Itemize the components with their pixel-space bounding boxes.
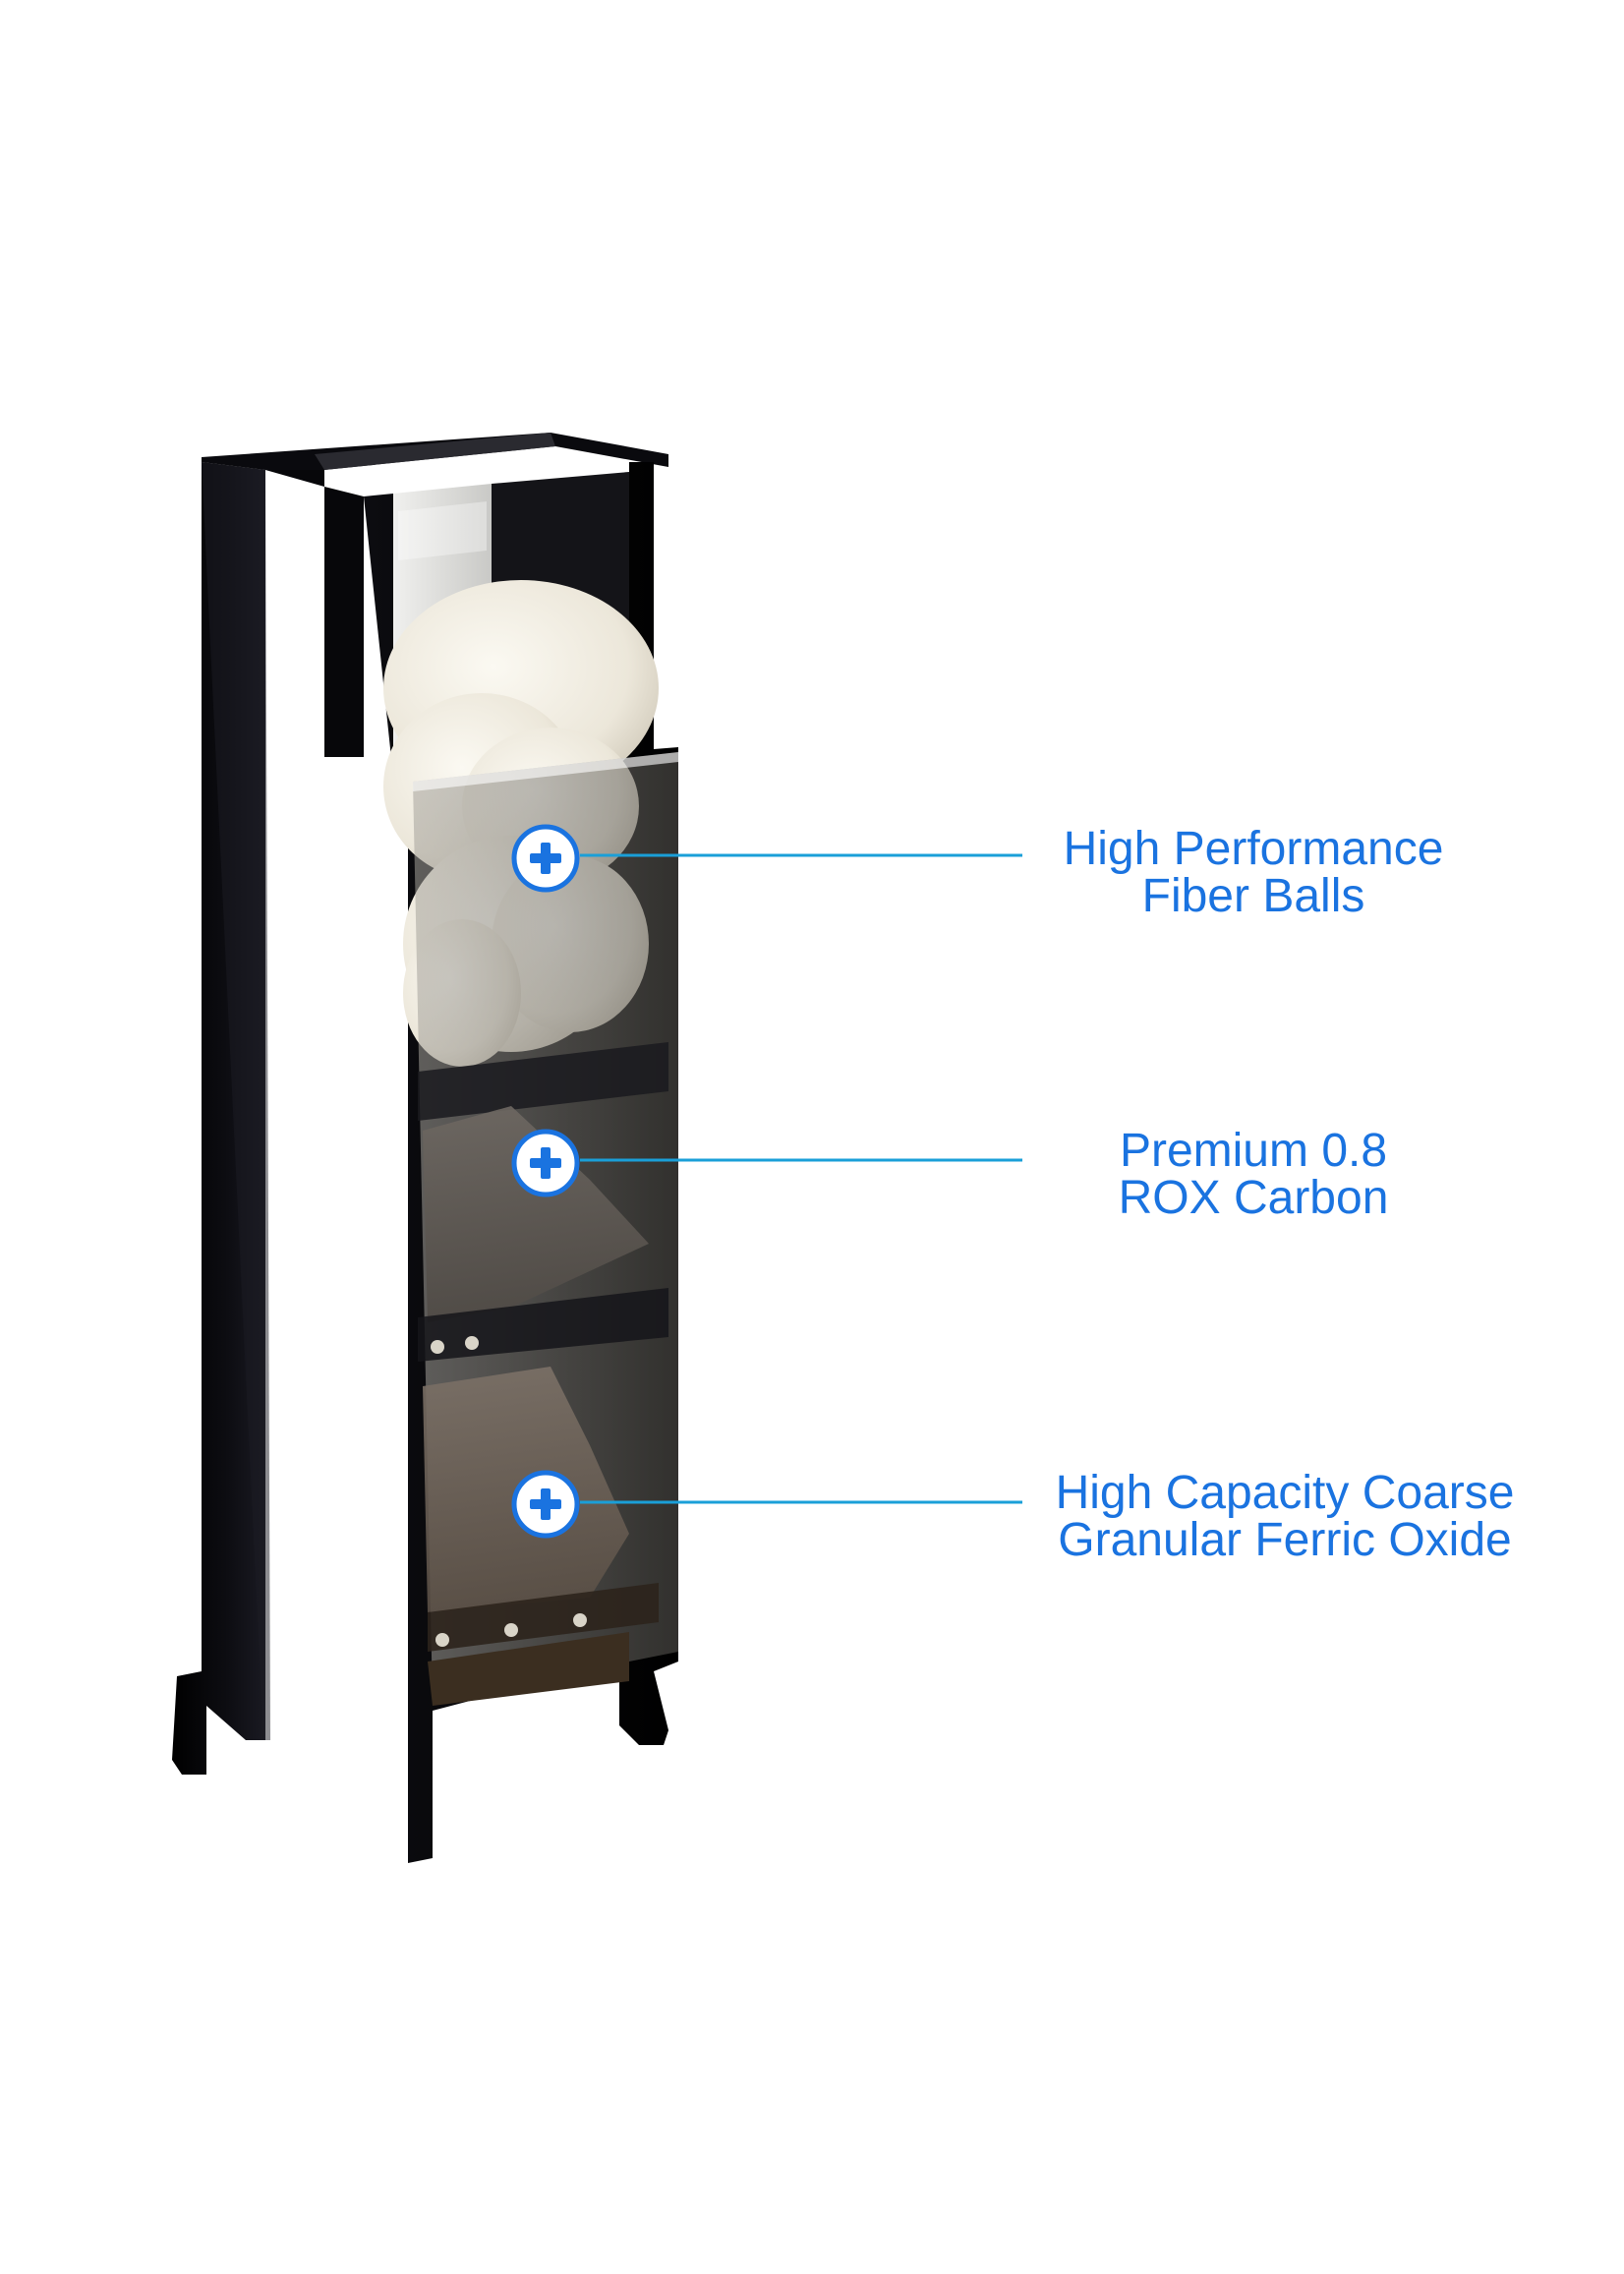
- callout-label-ferric-oxide: High Capacity Coarse Granular Ferric Oxi…: [990, 1470, 1580, 1564]
- callout-line-2: Fiber Balls: [1141, 870, 1365, 922]
- callout-line-2: Granular Ferric Oxide: [1058, 1514, 1512, 1566]
- callout-line-2: ROX Carbon: [1118, 1172, 1389, 1224]
- plus-circle-icon[interactable]: [511, 1129, 580, 1197]
- callout-line-1: Premium 0.8: [1119, 1125, 1388, 1177]
- plus-circle-icon[interactable]: [511, 824, 580, 893]
- callout-line-1: High Capacity Coarse: [1055, 1467, 1515, 1519]
- callout-label-fiber: High Performance Fiber Balls: [958, 826, 1548, 920]
- plus-circle-icon[interactable]: [511, 1470, 580, 1539]
- callout-line-1: High Performance: [1063, 823, 1444, 875]
- carbon-chamber: [418, 1042, 668, 1362]
- side-panel: [172, 462, 270, 1775]
- top-lid: [202, 433, 668, 470]
- callout-markers: [511, 824, 1022, 1539]
- callout-label-carbon: Premium 0.8 ROX Carbon: [958, 1128, 1548, 1222]
